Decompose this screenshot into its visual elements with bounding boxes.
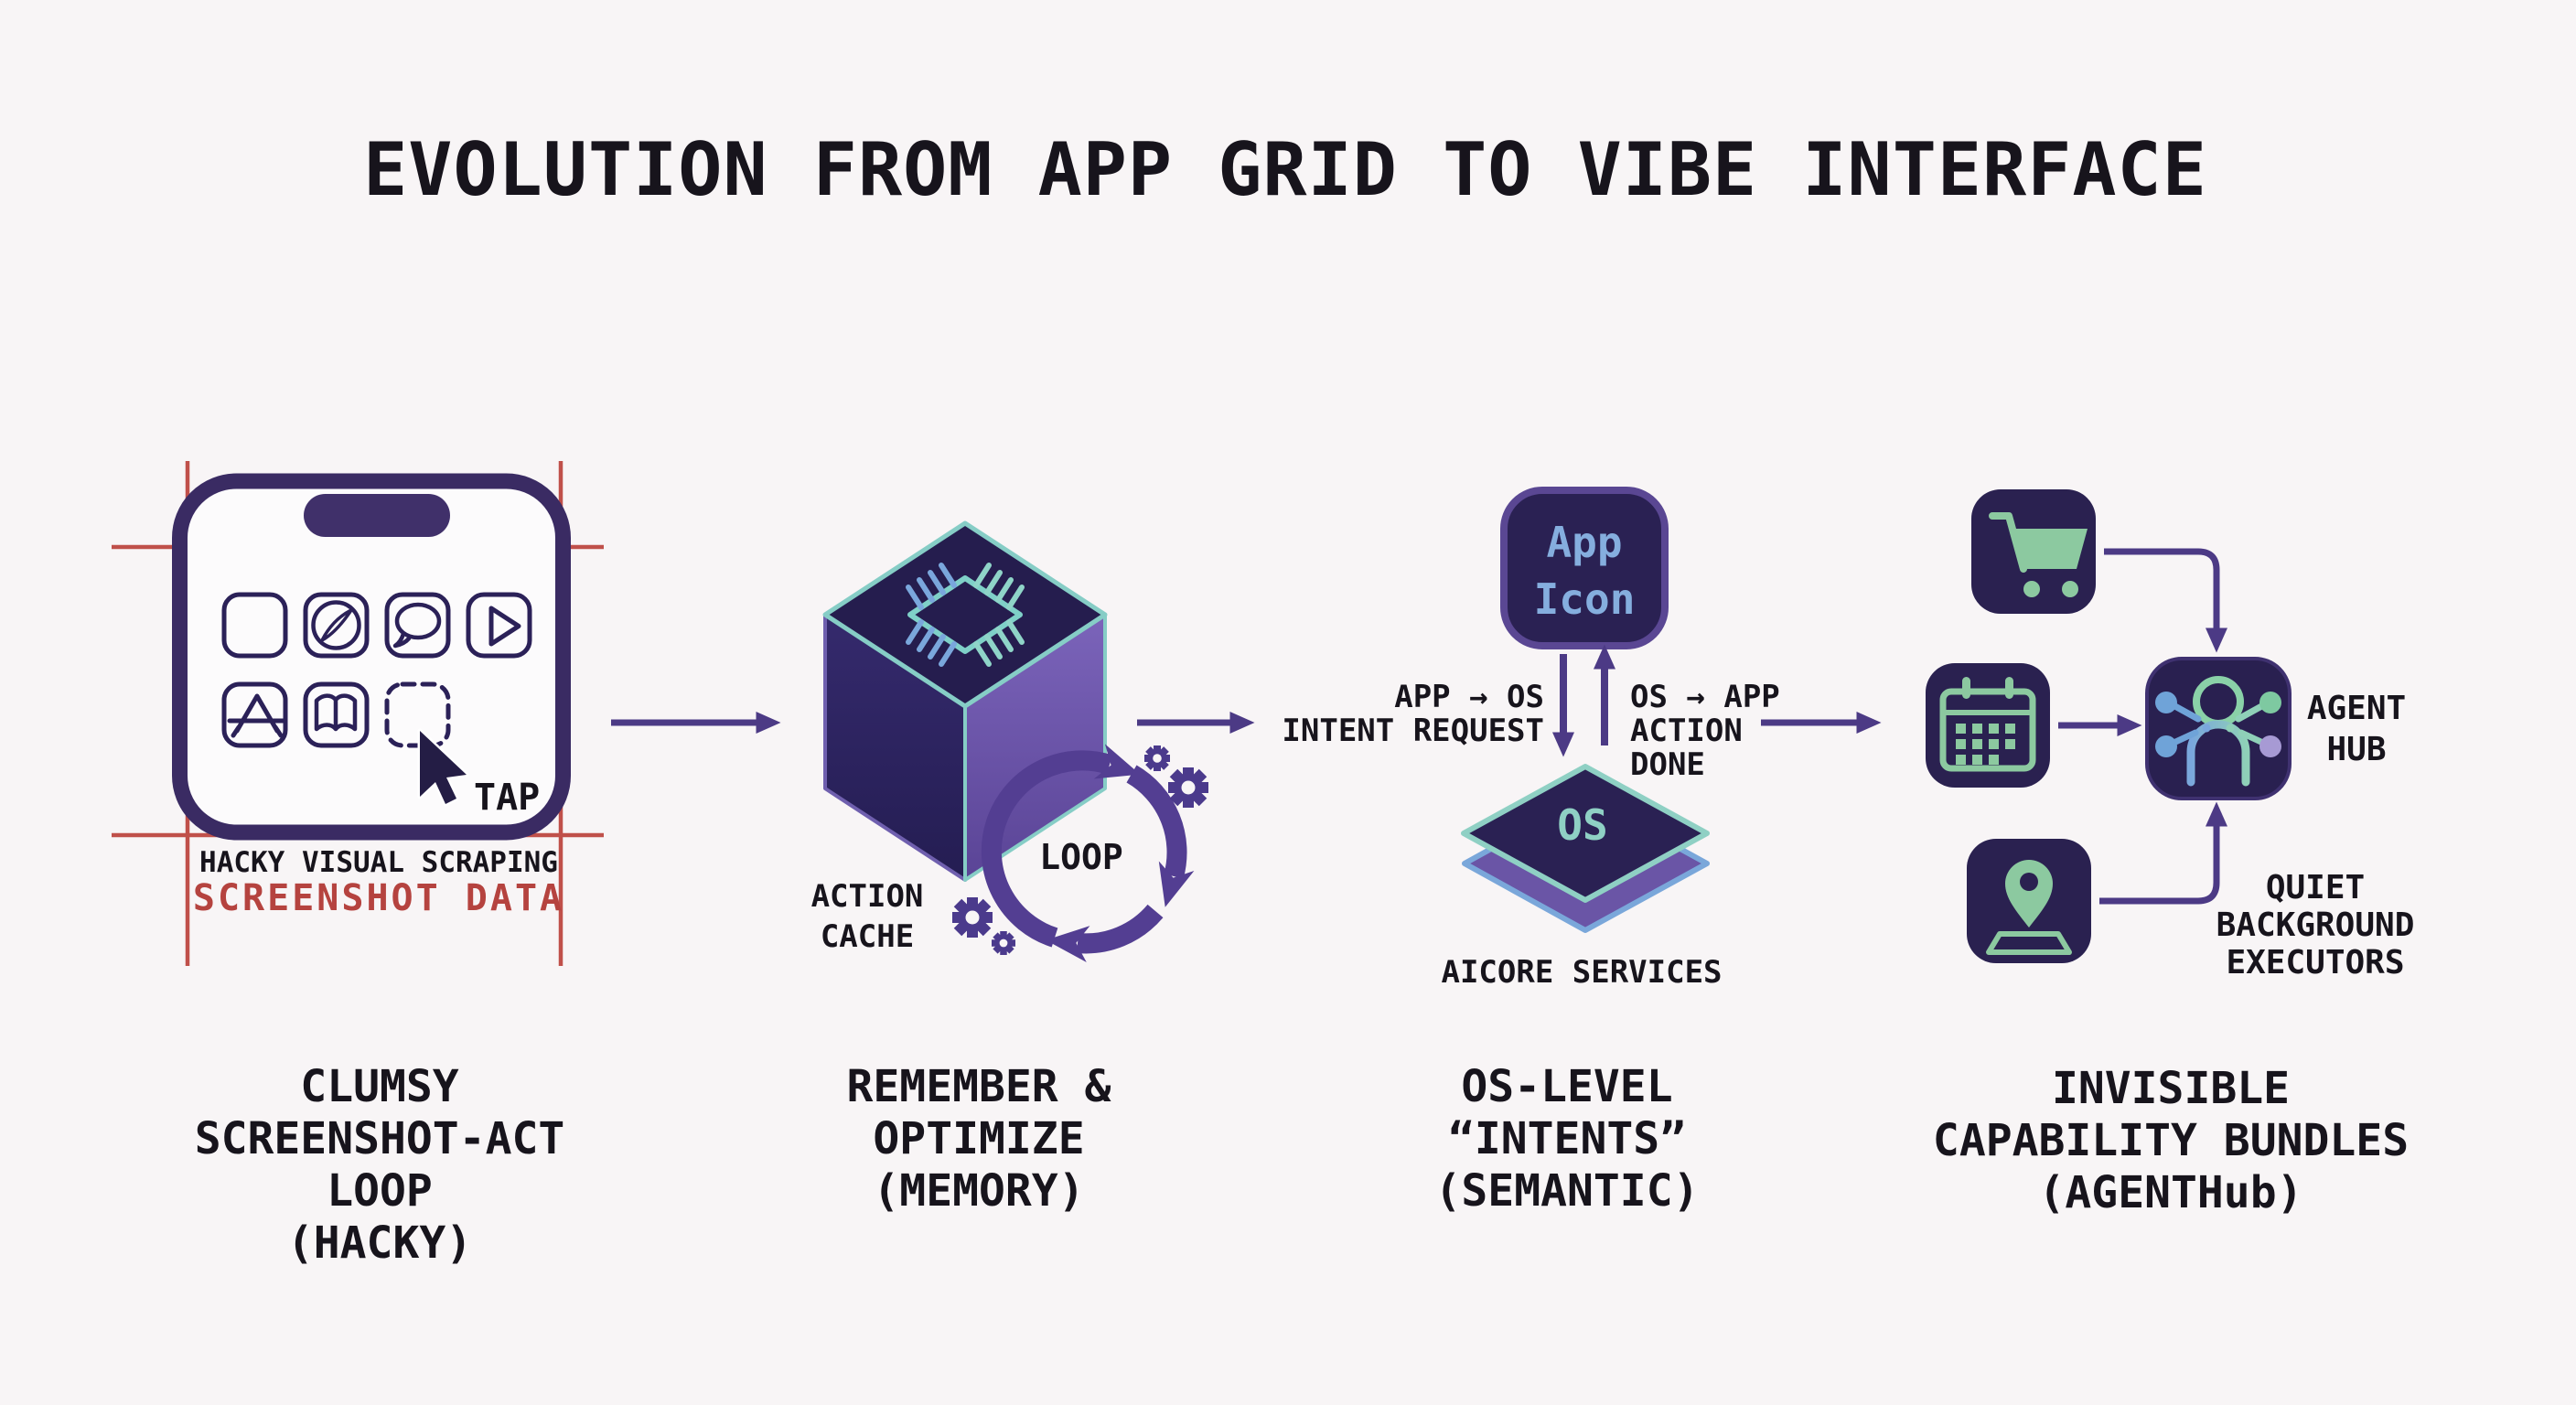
cart-icon (1971, 489, 2096, 614)
intent-request-label: APP → OS INTENT REQUEST (1270, 681, 1544, 748)
gear-icon-bottom-big (952, 897, 993, 938)
loop-arrows-icon (981, 744, 1195, 962)
agent-hub-icon (2145, 657, 2292, 800)
action-cache-label: ACTION CACHE (811, 876, 924, 957)
stage4-caption-line2: CAPABILITY BUNDLES (1932, 1115, 2410, 1166)
calendar-icon (1926, 663, 2050, 788)
location-pin-icon (1967, 839, 2091, 963)
gear-icon-top-small (1144, 745, 1170, 771)
agent-hub-line1: AGENT (2306, 690, 2407, 727)
app-tile-icon (1500, 487, 1669, 649)
intent-request-line1: APP → OS (1394, 679, 1544, 715)
action-done-line3: DONE (1630, 746, 1705, 783)
action-cache-line2: CACHE (820, 918, 915, 955)
action-cache-line1: ACTION (810, 878, 924, 915)
agent-hub-line2: HUB (2326, 731, 2387, 768)
gear-icon-bottom-small (992, 931, 1015, 955)
agent-hub-label: AGENT HUB (2307, 688, 2406, 770)
action-done-line2: ACTION (1630, 713, 1743, 749)
arrow-cart-to-hub (2104, 548, 2227, 653)
stage4-caption-line3: (AGENTHub) (2038, 1167, 2303, 1218)
stage1-phone-group (112, 461, 604, 966)
stage2-caption-line1: REMEMBER & (846, 1061, 1111, 1112)
stage3-caption: OS-LEVEL “INTENTS” (SEMANTIC) (1435, 1061, 1700, 1217)
chip-icon (907, 575, 1023, 654)
stage1-caption-line2: SCREENSHOT-ACT (194, 1113, 565, 1164)
stage4-caption: INVISIBLE CAPABILITY BUNDLES (AGENTHub) (1933, 1063, 2409, 1219)
cursor-icon (417, 728, 469, 807)
executors-label: QUIET BACKGROUND EXECUTORS (2216, 869, 2415, 981)
stage3-caption-line2: “INTENTS” (1447, 1113, 1687, 1164)
action-done-label: OS → APP ACTION DONE (1630, 681, 1905, 782)
messages-bubble-icon (384, 592, 451, 659)
app-tile-line2: Icon (1533, 574, 1636, 624)
stage1-note-line2: SCREENSHOT DATA (192, 877, 565, 919)
stage2-caption: REMEMBER & OPTIMIZE (MEMORY) (847, 1061, 1111, 1217)
blank-app-icon (221, 592, 288, 659)
books-icon (303, 681, 370, 748)
os-label: OS (1557, 800, 1608, 850)
executors-line2: BACKGROUND (2216, 906, 2415, 944)
stage4-caption-line1: INVISIBLE (2051, 1063, 2291, 1114)
app-tile-line1: App (1546, 518, 1623, 567)
stage3-caption-line3: (SEMANTIC) (1434, 1165, 1700, 1217)
tap-label: TAP (474, 777, 541, 819)
executors-line1: QUIET (2265, 869, 2366, 906)
chip-cube-icon (822, 520, 1108, 882)
stage1-caption-line1: CLUMSY (300, 1061, 459, 1112)
stage1-note-line1: HACKY VISUAL SCRAPING (199, 846, 558, 879)
intent-request-line2: INTENT REQUEST (1282, 713, 1544, 749)
stage1-caption: CLUMSY SCREENSHOT-ACT LOOP (HACKY) (195, 1061, 565, 1270)
stage3-caption-line1: OS-LEVEL (1461, 1061, 1673, 1112)
hub-connector-arrows (2058, 548, 2227, 905)
aicore-services-label: AICORE SERVICES (1441, 954, 1723, 991)
gear-icon-top-big (1168, 767, 1208, 808)
video-play-icon (466, 592, 532, 659)
arrow-location-to-hub (2099, 801, 2227, 905)
app-tile-label: App Icon (1534, 514, 1636, 627)
stage2-caption-line3: (MEMORY) (873, 1165, 1085, 1217)
browser-compass-icon (303, 592, 370, 659)
stage1-caption-line4: (HACKY) (286, 1217, 473, 1269)
app-store-icon (221, 681, 288, 748)
loop-label: LOOP (1039, 837, 1123, 877)
executors-line3: EXECUTORS (2226, 944, 2405, 981)
action-done-line1: OS → APP (1630, 679, 1780, 715)
stage2-caption-line2: OPTIMIZE (873, 1113, 1085, 1164)
stage1-caption-line3: LOOP (327, 1165, 433, 1217)
os-layers-icon (1461, 764, 1710, 933)
phone-notch (304, 494, 450, 537)
page-title: EVOLUTION FROM APP GRID TO VIBE INTERFAC… (363, 127, 2207, 212)
